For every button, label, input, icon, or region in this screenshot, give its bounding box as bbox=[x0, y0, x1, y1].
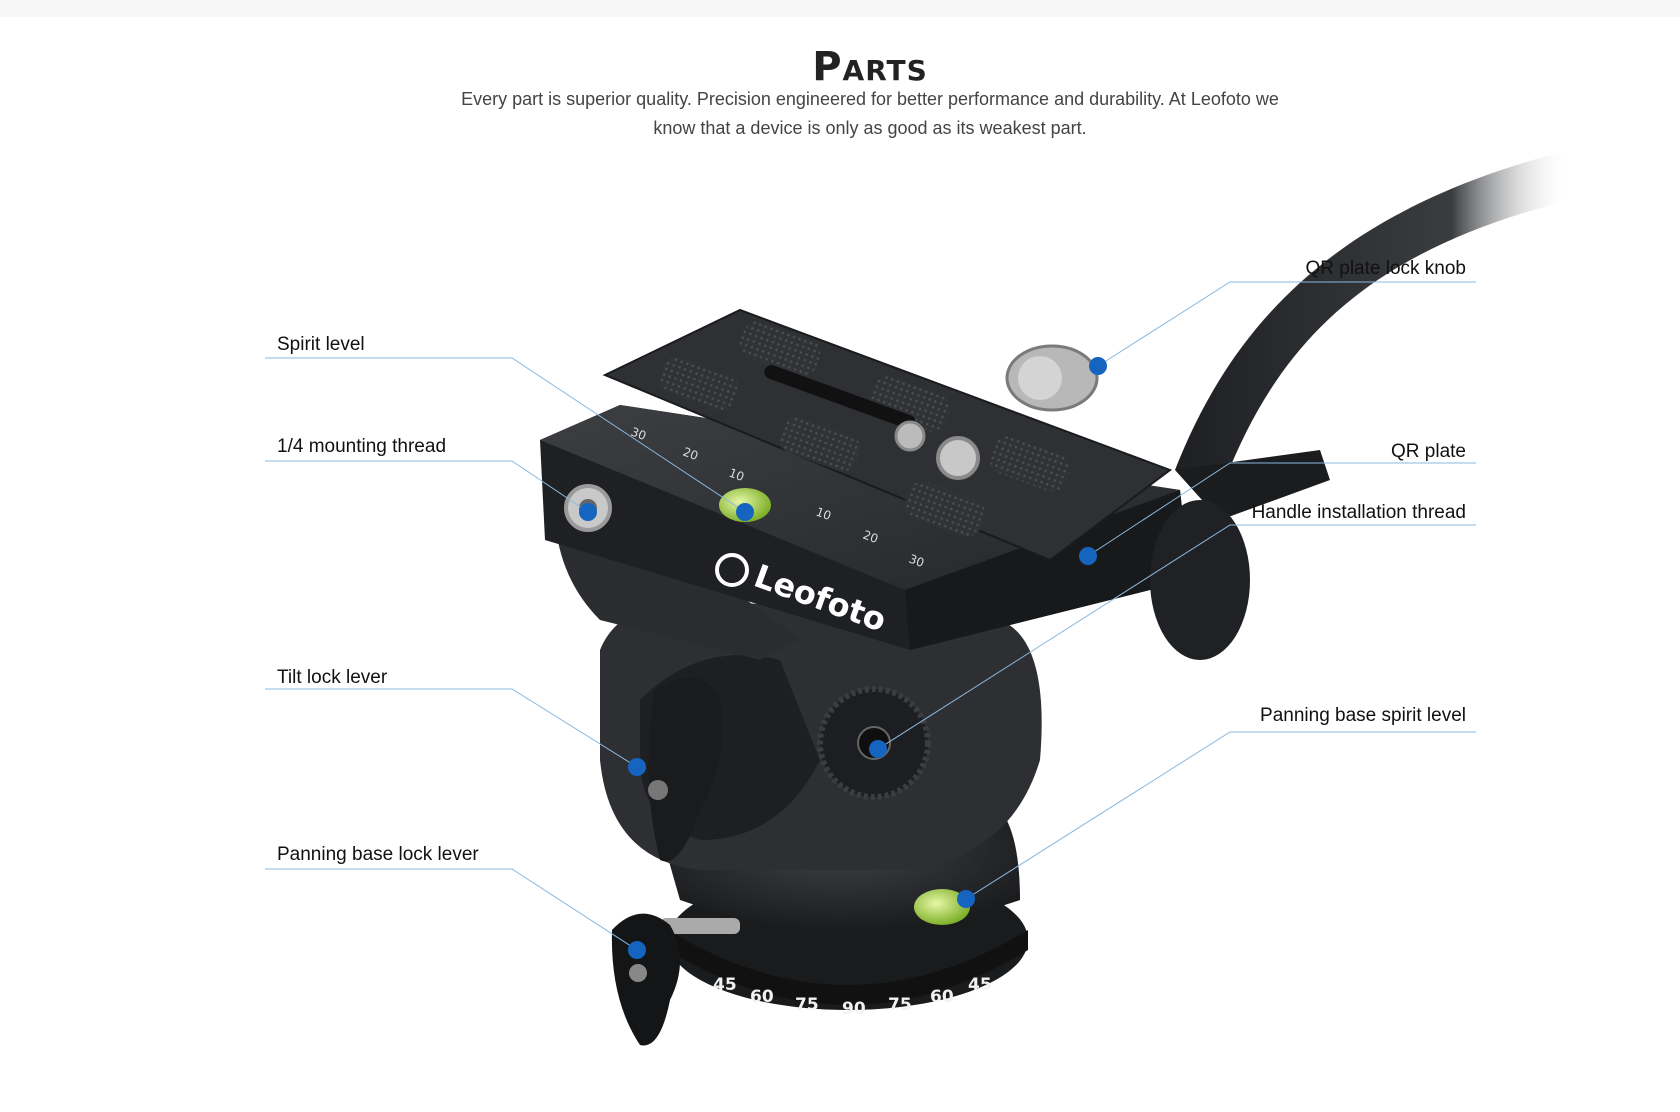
dot-qr-plate bbox=[1079, 547, 1097, 565]
leader-spirit-level bbox=[265, 357, 746, 513]
dot-panning-base-lock-lever bbox=[628, 941, 646, 959]
leader-panning-base-spirit-level bbox=[965, 731, 1476, 900]
leader-mounting-thread bbox=[265, 460, 589, 513]
pan-scale-45b: 45 bbox=[968, 975, 992, 995]
leader-qr-plate-lock-knob bbox=[1097, 281, 1476, 367]
rail-scale-5: 20 bbox=[861, 528, 880, 546]
rail-scale-6: 30 bbox=[907, 552, 926, 570]
rail-scale-3: 10 bbox=[727, 466, 746, 484]
handle-clamp bbox=[1150, 500, 1250, 660]
callout-qr-plate: QR plate bbox=[1391, 441, 1466, 462]
callout-panning-base-lock-lever: Panning base lock lever bbox=[277, 844, 479, 865]
page-subtitle: Every part is superior quality. Precisio… bbox=[461, 89, 1279, 138]
top-strip bbox=[0, 0, 1680, 17]
dot-qr-plate-lock-knob bbox=[1089, 357, 1107, 375]
qr-plate-shape bbox=[602, 308, 1173, 562]
rail-scale-2: 20 bbox=[681, 445, 700, 463]
dot-handle-installation-thread bbox=[869, 740, 887, 758]
callout-spirit-level: Spirit level bbox=[277, 334, 365, 355]
pan-scale-45a: 45 bbox=[713, 975, 737, 995]
callout-handle-installation-thread: Handle installation thread bbox=[1251, 502, 1466, 523]
base-spirit-level bbox=[914, 889, 970, 925]
rail-scale-4: 10 bbox=[814, 505, 833, 523]
pan-lock-lever-shape bbox=[611, 913, 680, 1046]
dot-mounting-thread bbox=[579, 503, 597, 521]
leader-tilt-lock-lever bbox=[265, 688, 638, 768]
dot-spirit-level bbox=[736, 503, 754, 521]
leader-handle-installation-thread bbox=[877, 524, 1476, 750]
leader-qr-plate bbox=[1087, 462, 1476, 557]
tilt-lock-lever-shape bbox=[648, 677, 723, 862]
handle bbox=[1175, 150, 1570, 480]
callout-mounting-thread: 1/4 mounting thread bbox=[277, 436, 447, 457]
page-title: Parts bbox=[812, 44, 928, 90]
callout-panning-base-spirit-level: Panning base spirit level bbox=[1260, 705, 1466, 726]
leader-panning-base-lock-lever bbox=[265, 868, 638, 951]
pan-scale-75a: 75 bbox=[795, 995, 819, 1015]
dot-tilt-lock-lever bbox=[628, 758, 646, 776]
callout-tilt-lock-lever: Tilt lock lever bbox=[277, 667, 388, 688]
dot-panning-base-spirit-level bbox=[957, 890, 975, 908]
pan-scale-90: 90 bbox=[842, 999, 866, 1019]
pan-scale-60a: 60 bbox=[750, 987, 774, 1007]
pan-scale-60b: 60 bbox=[930, 987, 954, 1007]
callout-qr-plate-lock-knob: QR plate lock knob bbox=[1305, 258, 1466, 279]
pan-scale-75b: 75 bbox=[888, 995, 912, 1015]
